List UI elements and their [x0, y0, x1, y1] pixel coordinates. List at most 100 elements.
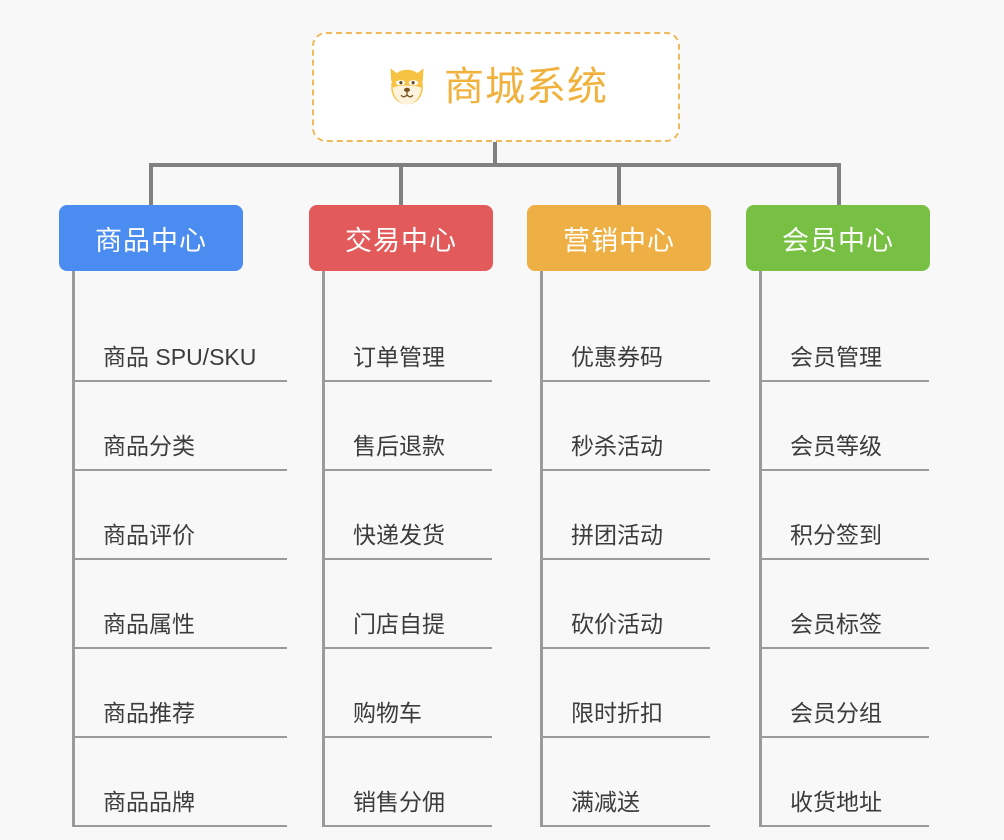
- leaf-item[interactable]: 砍价活动: [527, 560, 711, 649]
- leaf-underline: [540, 558, 710, 560]
- leaf-underline: [540, 736, 710, 738]
- leaf-label: 销售分佣: [353, 789, 445, 815]
- leaf-underline: [540, 380, 710, 382]
- leaf-label: 商品评价: [103, 522, 195, 548]
- leaf-underline: [72, 558, 287, 560]
- leaf-list-3: 会员管理会员等级积分签到会员标签会员分组收货地址: [746, 271, 930, 827]
- leaf-item[interactable]: 会员等级: [746, 382, 930, 471]
- category-box-3[interactable]: 会员中心: [746, 205, 930, 271]
- leaf-list-1: 订单管理售后退款快递发货门店自提购物车销售分佣: [309, 271, 493, 827]
- connector-drop-2: [399, 163, 403, 205]
- leaf-label: 订单管理: [353, 344, 445, 370]
- leaf-underline: [72, 825, 287, 827]
- leaf-underline: [759, 647, 929, 649]
- root-title: 商城系统: [444, 65, 608, 109]
- leaf-label: 满减送: [571, 789, 640, 815]
- leaf-item[interactable]: 优惠券码: [527, 293, 711, 382]
- leaf-underline: [72, 380, 287, 382]
- column-spine-2: [540, 271, 543, 827]
- leaf-label: 积分签到: [790, 522, 882, 548]
- leaf-item[interactable]: 售后退款: [309, 382, 493, 471]
- leaf-label: 门店自提: [353, 611, 445, 637]
- category-column-0: 商品中心商品 SPU/SKU 商品分类商品评价商品属性商品推荐商品品牌: [59, 205, 287, 827]
- leaf-item[interactable]: 会员分组: [746, 649, 930, 738]
- leaf-underline: [540, 647, 710, 649]
- leaf-item[interactable]: 满减送: [527, 738, 711, 827]
- leaf-underline: [540, 825, 710, 827]
- leaf-label: 商品 SPU/SKU: [103, 344, 257, 370]
- leaf-item[interactable]: 限时折扣: [527, 649, 711, 738]
- leaf-item[interactable]: 商品属性: [59, 560, 287, 649]
- leaf-label: 秒杀活动: [571, 433, 663, 459]
- connector-drop-4: [837, 163, 841, 205]
- column-spine-3: [759, 271, 762, 827]
- category-box-0[interactable]: 商品中心: [59, 205, 243, 271]
- connector-horizontal-bus: [149, 163, 841, 167]
- leaf-underline: [759, 825, 929, 827]
- connector-root-stem: [493, 142, 497, 166]
- leaf-underline: [72, 469, 287, 471]
- leaf-underline: [759, 558, 929, 560]
- category-column-1: 交易中心订单管理售后退款快递发货门店自提购物车销售分佣: [309, 205, 493, 827]
- connector-drop-3: [617, 163, 621, 205]
- leaf-label: 快递发货: [353, 522, 445, 548]
- category-label: 营销中心: [563, 225, 675, 256]
- leaf-list-0: 商品 SPU/SKU 商品分类商品评价商品属性商品推荐商品品牌: [59, 271, 287, 827]
- leaf-label: 商品属性: [103, 611, 195, 637]
- leaf-label: 砍价活动: [571, 611, 663, 637]
- leaf-underline: [759, 469, 929, 471]
- leaf-item[interactable]: 会员管理: [746, 293, 930, 382]
- leaf-label: 拼团活动: [571, 522, 663, 548]
- leaf-label: 会员分组: [790, 700, 882, 726]
- leaf-item[interactable]: 门店自提: [309, 560, 493, 649]
- leaf-underline: [540, 469, 710, 471]
- column-spine-0: [72, 271, 75, 827]
- leaf-label: 商品推荐: [103, 700, 195, 726]
- leaf-label: 会员等级: [790, 433, 882, 459]
- category-box-1[interactable]: 交易中心: [309, 205, 493, 271]
- leaf-item[interactable]: 销售分佣: [309, 738, 493, 827]
- leaf-item[interactable]: 商品分类: [59, 382, 287, 471]
- leaf-item[interactable]: 商品推荐: [59, 649, 287, 738]
- category-label: 交易中心: [345, 225, 457, 256]
- leaf-label: 优惠券码: [571, 344, 663, 370]
- leaf-item[interactable]: 会员标签: [746, 560, 930, 649]
- leaf-label: 会员标签: [790, 611, 882, 637]
- category-label: 会员中心: [782, 225, 894, 256]
- leaf-item[interactable]: 拼团活动: [527, 471, 711, 560]
- leaf-underline: [322, 469, 492, 471]
- category-label: 商品中心: [95, 225, 207, 256]
- leaf-item[interactable]: 订单管理: [309, 293, 493, 382]
- column-spine-1: [322, 271, 325, 827]
- leaf-label: 限时折扣: [571, 700, 663, 726]
- connector-drop-1: [149, 163, 153, 205]
- leaf-item[interactable]: 商品评价: [59, 471, 287, 560]
- leaf-label: 会员管理: [790, 344, 882, 370]
- leaf-underline: [322, 647, 492, 649]
- leaf-label: 售后退款: [353, 433, 445, 459]
- leaf-label: 购物车: [353, 700, 422, 726]
- leaf-item[interactable]: 收货地址: [746, 738, 930, 827]
- leaf-item[interactable]: 快递发货: [309, 471, 493, 560]
- leaf-underline: [759, 380, 929, 382]
- leaf-item[interactable]: 积分签到: [746, 471, 930, 560]
- leaf-underline: [322, 558, 492, 560]
- leaf-item[interactable]: 商品品牌: [59, 738, 287, 827]
- leaf-underline: [322, 736, 492, 738]
- category-box-2[interactable]: 营销中心: [527, 205, 711, 271]
- leaf-item[interactable]: 购物车: [309, 649, 493, 738]
- leaf-item[interactable]: 秒杀活动: [527, 382, 711, 471]
- root-node[interactable]: 商城系统: [312, 32, 680, 142]
- leaf-label: 商品品牌: [103, 789, 195, 815]
- leaf-underline: [72, 736, 287, 738]
- leaf-underline: [322, 825, 492, 827]
- leaf-underline: [759, 736, 929, 738]
- leaf-underline: [72, 647, 287, 649]
- category-column-3: 会员中心会员管理会员等级积分签到会员标签会员分组收货地址: [746, 205, 930, 827]
- leaf-label: 商品分类: [103, 433, 195, 459]
- leaf-list-2: 优惠券码秒杀活动拼团活动砍价活动限时折扣满减送: [527, 271, 711, 827]
- shiba-dog-icon: [390, 68, 424, 105]
- category-column-2: 营销中心优惠券码秒杀活动拼团活动砍价活动限时折扣满减送: [527, 205, 711, 827]
- leaf-item[interactable]: 商品 SPU/SKU: [59, 293, 287, 382]
